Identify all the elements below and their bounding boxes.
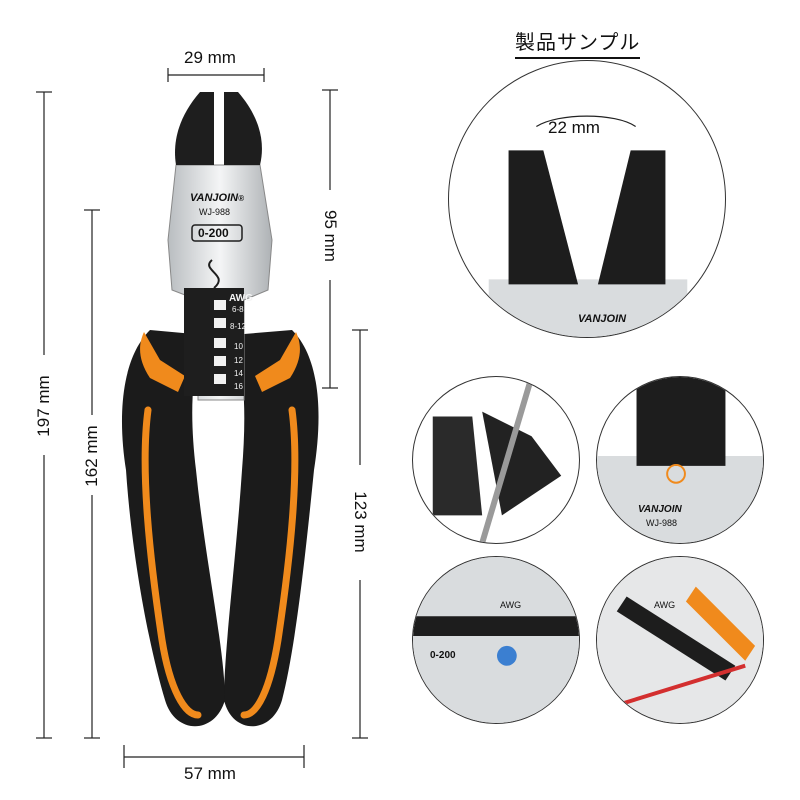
awg-size-1: 8-12 (230, 322, 247, 331)
mid-length-label: 162 mm (82, 425, 101, 487)
awg-size-4: 14 (234, 369, 243, 378)
crimping-detail (412, 556, 580, 724)
handle-width-label: 57 mm (184, 764, 236, 783)
tool-brand: VANJOIN® (190, 192, 244, 204)
crimp-gauge-label: 0-200 (430, 650, 456, 661)
awg-size-0: 6-8 (232, 305, 244, 314)
awg-size-3: 12 (234, 356, 243, 365)
pliers-illustration (36, 68, 368, 768)
awg-size-5: 16 (234, 382, 243, 391)
total-length-label: 197 mm (34, 375, 53, 437)
jaw-opening-label: 22 mm (548, 118, 600, 137)
dimension-lines (36, 68, 368, 768)
gauge-label: 0-200 (198, 226, 229, 240)
brand-name: VANJOIN (190, 192, 239, 204)
product-sample-title: 製品サンプル (515, 26, 641, 59)
tool-model: WJ-988 (199, 207, 231, 217)
brand-mark: ® (238, 194, 244, 203)
jaw-opening-detail (448, 60, 726, 338)
crimp-awg-label: AWG (500, 600, 522, 610)
pivot-detail (596, 376, 764, 544)
awg-label: AWG (229, 293, 253, 304)
head-width-label: 29 mm (184, 48, 236, 67)
strip-awg-label: AWG (654, 600, 676, 610)
pivot-brand: VANJOIN (638, 504, 682, 515)
circle-brand: VANJOIN (578, 313, 627, 325)
pivot-model: WJ-988 (646, 518, 678, 528)
head-length-label: 95 mm (321, 210, 340, 262)
handle-length-label: 123 mm (351, 491, 370, 553)
cutting-wire-detail (412, 376, 580, 544)
awg-size-2: 10 (234, 342, 243, 351)
stripping-detail (596, 556, 764, 724)
